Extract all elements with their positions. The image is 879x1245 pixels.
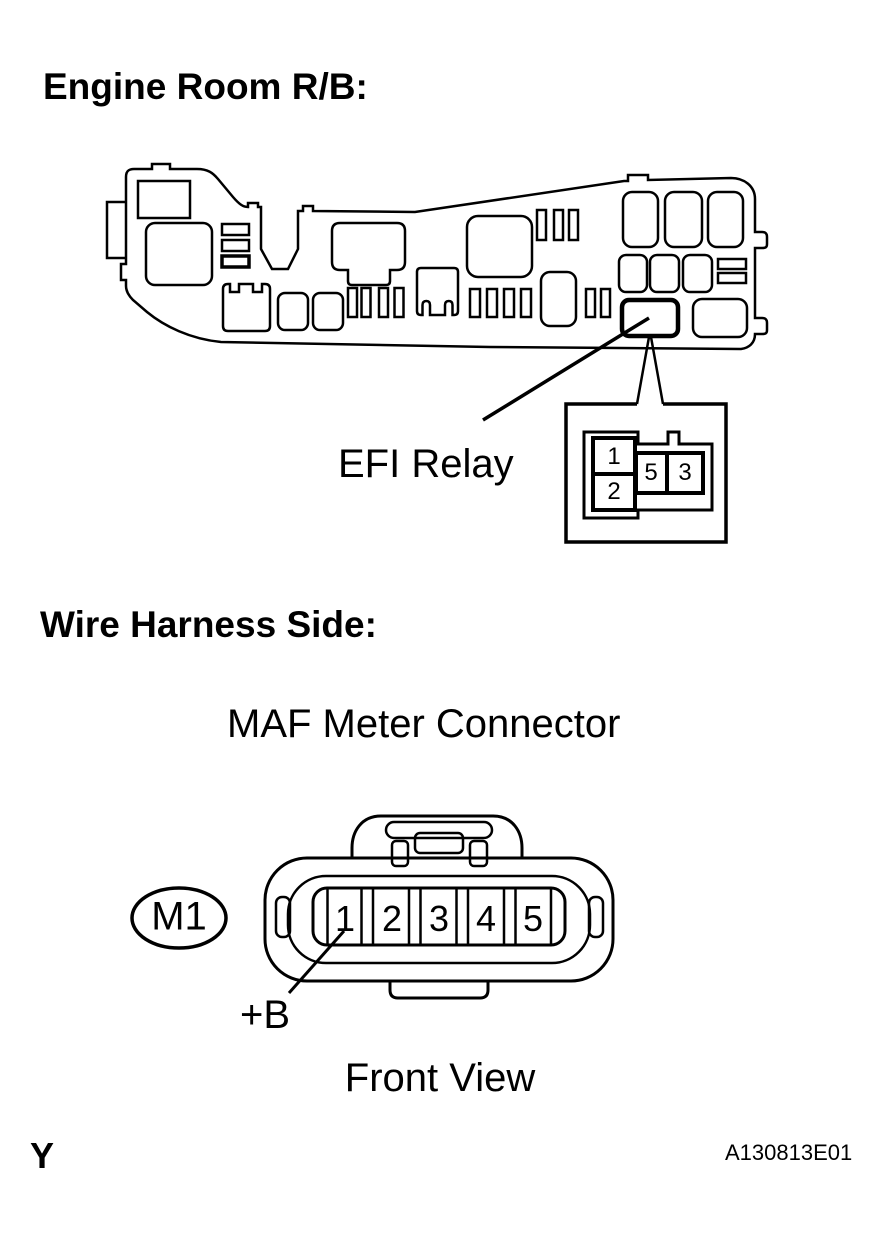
maf-latch-bracket [390, 839, 410, 868]
relay-slot-stepped [330, 221, 407, 287]
fuse-slot [220, 254, 251, 269]
relay-pin-1: 1 [607, 443, 621, 470]
relay-pin-5: 5 [644, 459, 658, 486]
relay-slot [136, 179, 192, 220]
maf-latch-hump [350, 814, 524, 859]
relay-slot-notched-bottom [415, 266, 460, 317]
efi-relay-leader-line [482, 316, 650, 422]
fuse-slot [220, 238, 251, 253]
relay-slot [691, 297, 749, 339]
fuse-slot [584, 287, 597, 319]
maf-connector-title: MAF Meter Connector [227, 702, 621, 746]
maf-pin-5: 5 [522, 898, 544, 939]
terminal-label: +B [240, 993, 291, 1037]
fuse-slot [502, 287, 516, 319]
fuse-slot [393, 286, 405, 319]
maf-pin-1: 1 [334, 898, 356, 939]
relay-slot [539, 270, 578, 328]
maf-side-key [587, 895, 605, 939]
page-marker: Y [30, 1135, 55, 1176]
figure-code: A130813E01 [725, 1140, 853, 1165]
relay-slot [617, 253, 649, 294]
maf-pin-3: 3 [428, 898, 450, 939]
relay-pin-3: 3 [678, 459, 692, 486]
relay-slot [681, 253, 714, 294]
relay-slot [276, 291, 310, 332]
relay-slot-notched-top [221, 282, 272, 333]
terminal-leader-line [287, 930, 346, 994]
connector-code-ellipse [130, 886, 228, 950]
maf-latch-bracket [468, 839, 489, 868]
relay-block-left-tab [105, 200, 126, 260]
fuse-slot [468, 287, 482, 319]
maf-pin-strip [311, 886, 567, 947]
relay-slot [465, 214, 534, 279]
maf-pin-4: 4 [475, 898, 497, 939]
maf-pin-2: 2 [381, 898, 403, 939]
fuse-slot [535, 208, 548, 242]
fuse-slot [519, 287, 533, 319]
fuse-slot [716, 271, 748, 285]
relay-slot [621, 190, 660, 249]
efi-relay-callout [482, 316, 728, 544]
relay-block-outline [119, 162, 769, 351]
wire-harness-heading: Wire Harness Side: [40, 604, 377, 645]
fuse-slot [599, 287, 612, 319]
maf-bottom-tab [388, 981, 490, 1000]
maf-latch-bar [384, 820, 494, 840]
relay-slot [706, 190, 745, 249]
maf-side-key [274, 895, 292, 939]
maf-connector-diagram [130, 814, 615, 1000]
connector-code-label: M1 [151, 894, 207, 939]
callout-pointer [635, 336, 665, 405]
fuse-slot [567, 208, 580, 242]
relay-slot [648, 253, 681, 294]
fuse-slot [360, 286, 372, 319]
relay-socket-housing [582, 430, 714, 520]
fuse-slot [552, 208, 565, 242]
maf-pin-separators [326, 888, 553, 945]
efi-relay-label: EFI Relay [338, 442, 514, 486]
efi-relay-slot [619, 297, 681, 339]
maf-latch-button [413, 831, 465, 855]
relay-slot [663, 190, 704, 249]
relay-pin-2: 2 [607, 478, 621, 505]
maf-connector-body [263, 856, 615, 983]
fuse-slot [485, 287, 499, 319]
pin-detail-box [564, 402, 728, 544]
relay-pin-block-right [634, 451, 705, 495]
fuse-slot [346, 286, 359, 319]
relay-slot [311, 291, 345, 332]
relay-slot [144, 221, 214, 287]
fuse-slot [716, 257, 748, 271]
front-view-label: Front View [344, 1056, 536, 1100]
engine-room-heading: Engine Room R/B: [43, 66, 368, 107]
fuse-slot [220, 222, 251, 237]
relay-block-diagram [105, 162, 769, 351]
fuse-slot [377, 286, 390, 319]
